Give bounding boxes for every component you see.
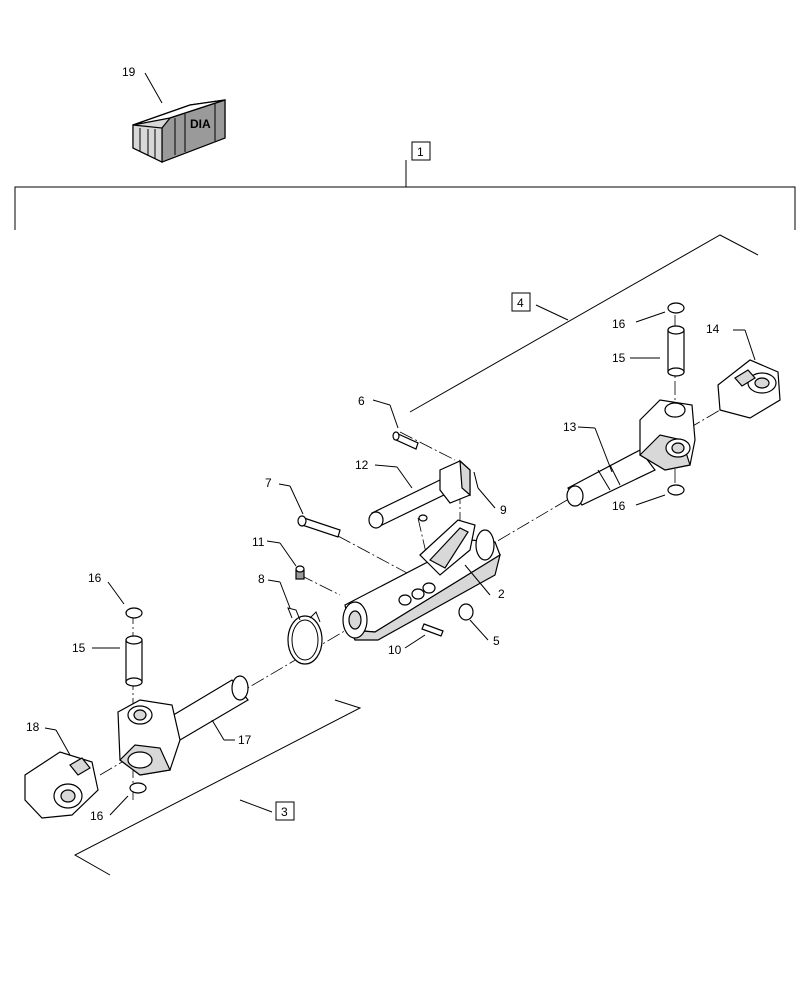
pin-part-6[interactable] [392, 431, 419, 450]
callout-19: 19 [122, 65, 136, 79]
snap-ring-part-16-d[interactable] [129, 782, 147, 794]
subassembly-bracket-3 [73, 699, 362, 876]
callout-13: 13 [563, 420, 577, 434]
o-ring-part-5[interactable] [458, 603, 474, 621]
callout-11: 11 [252, 535, 265, 549]
tube-body-part-2[interactable] [342, 519, 501, 641]
callout-box-4 [511, 292, 531, 312]
retaining-pin-part-9[interactable] [473, 471, 479, 489]
callout-15-right: 15 [612, 351, 626, 365]
callout-5: 5 [493, 634, 500, 648]
callout-18: 18 [26, 720, 40, 734]
callout-6: 6 [358, 394, 365, 408]
callout-16-c: 16 [88, 571, 102, 585]
callout-12: 12 [355, 458, 369, 472]
snap-ring-part-16-b[interactable] [667, 484, 685, 496]
callout-16-b: 16 [612, 499, 626, 513]
pin-part-15-left[interactable] [125, 635, 143, 687]
grease-fitting-small [418, 514, 428, 522]
threaded-yoke-part-13[interactable] [566, 399, 696, 507]
ball-end-part-18[interactable] [24, 751, 99, 819]
callout-10: 10 [388, 643, 402, 657]
threaded-yoke-part-17[interactable] [117, 675, 249, 776]
callout-box-3 [275, 801, 295, 821]
callout-16-a: 16 [612, 317, 626, 331]
ball-end-part-14[interactable] [717, 359, 781, 419]
assembly-bracket [14, 186, 796, 230]
callout-8: 8 [258, 572, 265, 586]
callout-17: 17 [238, 733, 252, 747]
callout-9: 9 [500, 503, 507, 517]
grease-fitting-part-11[interactable] [295, 565, 305, 580]
snap-ring-part-16-c[interactable] [125, 607, 143, 619]
roll-pin-part-10[interactable] [421, 623, 444, 637]
snap-ring-part-16-a[interactable] [667, 302, 685, 314]
callout-15-left: 15 [72, 641, 86, 655]
callout-7: 7 [265, 476, 272, 490]
callout-3: 3 [281, 805, 288, 819]
latch-pin-part-12[interactable] [368, 459, 471, 529]
spring-clip-part-8[interactable] [287, 607, 323, 665]
callout-4: 4 [517, 296, 524, 310]
kit-box-part-19[interactable]: DIA [132, 99, 226, 163]
pin-part-15-right[interactable] [667, 325, 685, 377]
callout-16-d: 16 [90, 809, 104, 823]
callout-1: 1 [417, 145, 424, 159]
subassembly-bracket-4 [409, 234, 759, 413]
kit-logo-text: DIA [190, 117, 211, 131]
callout-box-1 [411, 141, 431, 161]
callout-2: 2 [498, 587, 505, 601]
callout-14: 14 [706, 322, 720, 336]
bolt-part-7[interactable] [297, 515, 341, 538]
